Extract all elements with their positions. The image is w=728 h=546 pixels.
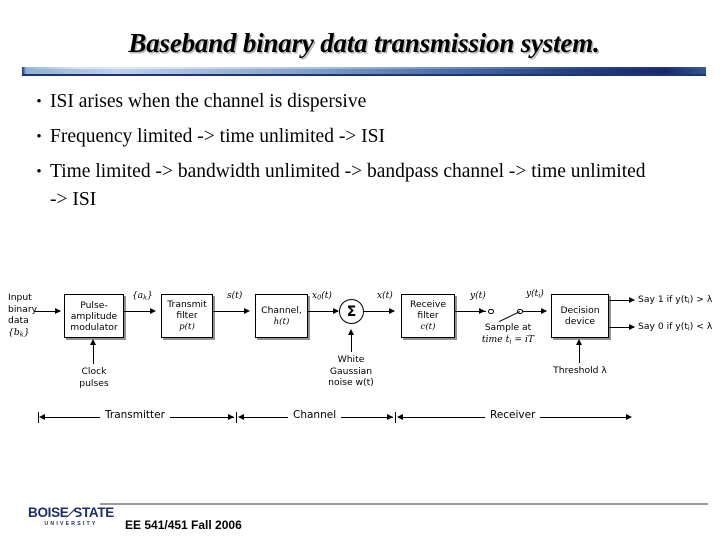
block-receive-filter[interactable]: Receive filter c(t) — [401, 294, 455, 338]
output-say-1: Say 1 if y(ti) > λ — [638, 294, 713, 306]
output-say-0: Say 0 if y(ti) < λ — [638, 321, 713, 333]
sigma-icon: Σ — [346, 303, 357, 320]
stage-span-brackets: Transmitter Channel Receiver — [0, 408, 728, 430]
xt-arrow-line — [364, 311, 394, 313]
logo-wordmark: BOISE STATE — [28, 505, 114, 520]
span-cap-divider-2 — [395, 412, 397, 423]
st-arrowhead-icon — [244, 308, 250, 315]
boise-state-logo: BOISE STATE UNIVERSITY — [28, 505, 114, 528]
block-pulse-amplitude-modulator[interactable]: Pulse- amplitude modulator — [64, 294, 124, 338]
block-label-line: amplitude — [70, 310, 118, 322]
noise-arrowhead-icon — [348, 329, 355, 335]
clock-arrowhead-icon — [90, 339, 97, 345]
x0t-arrow-line — [308, 311, 338, 313]
yt-arrow-line — [455, 311, 486, 313]
block-decision-device[interactable]: Decision device — [551, 294, 609, 338]
st-arrow-line — [213, 311, 248, 313]
block-label-line: Pulse- — [80, 299, 108, 311]
threshold-arrowhead-icon — [576, 339, 583, 345]
span-arrow-left-icon — [39, 414, 45, 420]
block-label-line: modulator — [70, 321, 118, 333]
block-label-line: filter — [176, 310, 198, 321]
logo-word-state: STATE — [73, 505, 114, 520]
span-arrow-right-icon — [626, 414, 632, 420]
page-title: Baseband binary data transmission system… — [128, 28, 600, 58]
ak-arrowhead-icon — [150, 308, 156, 315]
summing-junction[interactable]: Σ — [339, 299, 364, 324]
span-arrow-right-icon — [228, 414, 234, 420]
bullet-list: • ISI arises when the channel is dispers… — [28, 88, 704, 221]
span-arrow-left-icon — [238, 414, 244, 420]
signal-label-st: s(t) — [227, 291, 243, 301]
list-item: • ISI arises when the channel is dispers… — [28, 88, 704, 116]
block-label-line: Channel, — [261, 304, 302, 316]
input-arrow-line — [34, 311, 60, 313]
output0-arrow-line — [609, 327, 634, 329]
divider-gradient-bar — [22, 67, 706, 74]
block-label-line: filter — [417, 310, 439, 321]
yt-arrowhead-icon — [479, 308, 485, 315]
clock-pulses-label: Clock pulses — [79, 366, 109, 389]
bullet-marker-icon: • — [36, 94, 42, 110]
x0t-arrowhead-icon — [333, 308, 339, 315]
ak-arrow-line — [124, 311, 154, 313]
output1-arrow-line — [609, 300, 634, 302]
yti-arrow-line — [522, 311, 546, 313]
signal-label-xt: x(t) — [377, 291, 393, 301]
divider-rule — [22, 74, 706, 76]
block-sublabel: h(t) — [273, 316, 290, 327]
signal-label-ak: {ak} — [132, 291, 153, 302]
input-line-1: Input — [8, 292, 32, 303]
bullet-text: Time limited -> bandwidth unlimited -> b… — [50, 161, 646, 210]
noise-label: White Gaussian noise w(t) — [328, 354, 374, 388]
input-symbol: {bk} — [8, 326, 30, 338]
bullet-marker-icon: • — [36, 129, 42, 145]
title-divider — [22, 67, 706, 77]
signal-label-x0t: x0(t) — [312, 291, 332, 302]
span-label-transmitter: Transmitter — [100, 409, 170, 421]
output0-arrowhead-icon — [629, 324, 635, 331]
bullet-text: Frequency limited -> time unlimited -> I… — [50, 126, 386, 147]
block-transmit-filter[interactable]: Transmit filter p(t) — [161, 294, 213, 338]
block-sublabel: c(t) — [420, 322, 436, 332]
input-data-label: Input binary data {bk} — [8, 292, 37, 340]
list-item: • Time limited -> bandwidth unlimited ->… — [28, 158, 704, 214]
threshold-arrow-line — [579, 344, 581, 363]
bullet-text: ISI arises when the channel is dispersiv… — [50, 91, 367, 112]
clock-arrow-line — [93, 344, 95, 364]
span-label-channel: Channel — [288, 409, 342, 421]
output1-arrowhead-icon — [629, 297, 635, 304]
block-label-line: Transmit — [167, 299, 207, 310]
block-label-line: Receive — [410, 299, 446, 310]
span-arrow-left-icon — [397, 414, 403, 420]
list-item: • Frequency limited -> time unlimited ->… — [28, 123, 704, 151]
input-arrowhead-icon — [55, 308, 61, 315]
span-arrow-right-icon — [387, 414, 393, 420]
signal-label-yt: y(t) — [470, 291, 486, 301]
threshold-label: Threshold λ — [553, 365, 607, 376]
block-channel[interactable]: Channel, h(t) — [255, 294, 308, 338]
span-cap-start — [38, 412, 40, 423]
sample-time-label: Sample at time ti = iT — [481, 322, 535, 345]
span-label-receiver: Receiver — [485, 409, 541, 421]
bullet-marker-icon: • — [36, 164, 42, 180]
course-label: EE 541/451 Fall 2006 — [125, 518, 242, 532]
xt-arrowhead-icon — [389, 308, 395, 315]
signal-label-yti: y(ti) — [526, 289, 544, 300]
input-line-3: data — [8, 315, 29, 326]
span-cap-divider-1 — [236, 412, 238, 423]
yti-arrowhead-icon — [541, 308, 547, 315]
block-label-line: device — [564, 316, 596, 327]
noise-arrow-line — [351, 334, 353, 352]
footer-divider — [100, 503, 708, 505]
input-line-2: binary — [8, 303, 38, 315]
block-label-line: Decision — [560, 305, 600, 316]
switch-node-left[interactable] — [488, 308, 494, 314]
switch-arm-icon[interactable] — [499, 311, 521, 323]
logo-word-boise: BOISE — [28, 505, 69, 520]
block-diagram: Input binary data {bk} Pulse- amplitude … — [0, 278, 728, 438]
block-sublabel: p(t) — [179, 322, 195, 332]
logo-subtitle: UNIVERSITY — [44, 521, 98, 527]
